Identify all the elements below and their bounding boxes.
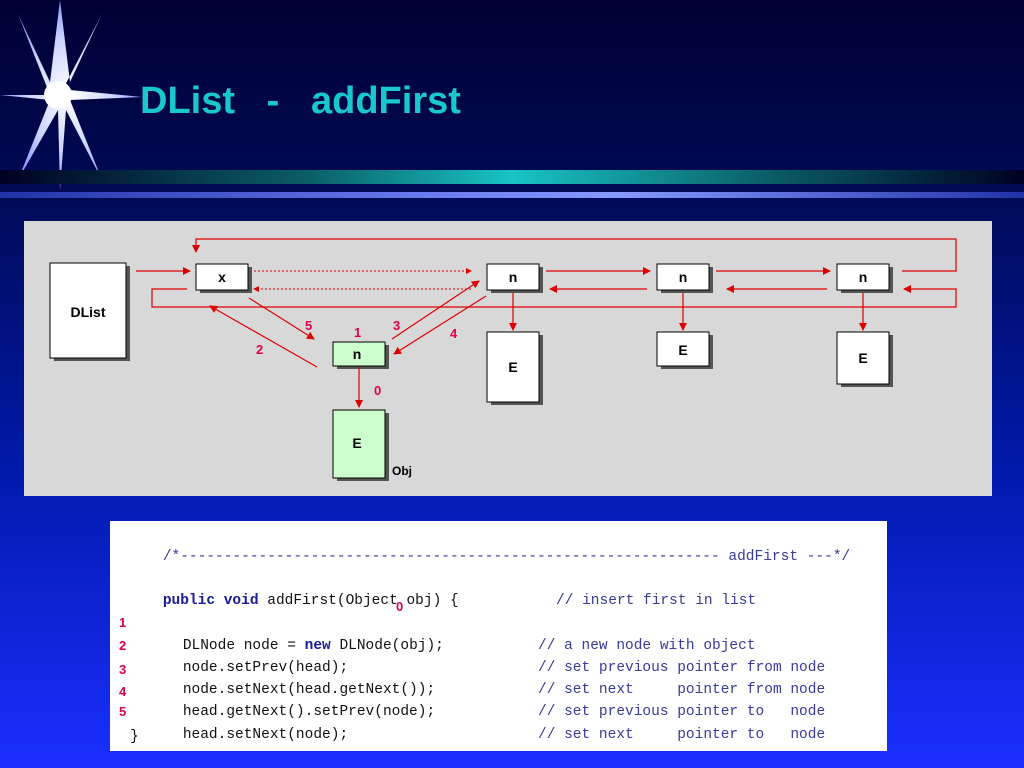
code-signature-comment: // insert first in list [556, 593, 757, 609]
code-closing-brace: } [130, 729, 139, 745]
code-line-1: DLNode node = new DLNode(obj);// a new n… [182, 638, 756, 654]
step-5-arrow [248, 297, 315, 340]
new-node-label: n [353, 346, 362, 362]
new-element-label: E [352, 435, 361, 451]
code-header-comment: /*--------------------------------------… [162, 549, 851, 565]
code-line-5-comment: // set next pointer to node [538, 727, 826, 743]
slide-title: DList - addFirst [140, 80, 461, 122]
element-box-2-label: E [678, 342, 687, 358]
list-node-3: n [836, 263, 893, 293]
step-label-4: 4 [450, 326, 458, 341]
step-label-5: 5 [305, 318, 312, 333]
code-line-number-2: 2 [119, 638, 127, 653]
head-node-label: x [218, 269, 226, 285]
dlist-diagram: DList x n n n E [24, 221, 992, 496]
element-box-2: E [656, 331, 713, 369]
wrap-next-link [192, 238, 957, 272]
element-box-1-label: E [508, 359, 517, 375]
step-4-arrow [393, 295, 487, 355]
step-label-1: 1 [354, 325, 361, 340]
code-marker-zero: 0 [396, 599, 404, 614]
wrap-prev-link [151, 285, 957, 308]
code-line-number-4: 4 [119, 684, 127, 699]
code-line-4: head.getNext().setPrev(node);// set prev… [182, 704, 826, 720]
code-line-4-comment: // set previous pointer to node [538, 704, 826, 720]
code-signature-line: public void addFirst(Object obj) {// ins… [162, 593, 757, 609]
element-box-3-label: E [858, 350, 867, 366]
step-2-arrow [209, 305, 318, 368]
title-divider [0, 170, 1024, 184]
code-line-3: node.setNext(head.getNext());// set next… [182, 682, 826, 698]
step-label-3: 3 [393, 318, 400, 333]
code-line-2-comment: // set previous pointer from node [538, 660, 826, 676]
element-box-3: E [836, 331, 893, 387]
element-box-1: E [486, 331, 543, 405]
code-line-1-comment: // a new node with object [538, 638, 756, 654]
dlist-label: DList [71, 304, 106, 320]
new-node: n [332, 341, 389, 369]
list-node-3-label: n [859, 269, 868, 285]
new-element-box: E [332, 409, 389, 481]
title-divider-thin [0, 192, 1024, 198]
dlist-object-box: DList [49, 262, 130, 361]
code-line-2: node.setPrev(head);// set previous point… [182, 660, 826, 676]
code-line-5: head.setNext(node);// set next pointer t… [182, 727, 826, 743]
code-panel: /*--------------------------------------… [110, 521, 887, 751]
head-node: x [195, 263, 252, 293]
code-line-number-5: 5 [119, 704, 127, 719]
code-line-number-3: 3 [119, 662, 127, 677]
star-logo-icon [0, 0, 142, 190]
list-node-2: n [656, 263, 713, 293]
step-label-0: 0 [374, 383, 381, 398]
list-node-2-label: n [679, 269, 688, 285]
obj-label: Obj [392, 464, 412, 478]
code-line-3-comment: // set next pointer from node [538, 682, 826, 698]
code-line-number-1: 1 [119, 615, 127, 630]
list-node-1: n [486, 263, 543, 293]
step-label-2: 2 [256, 342, 263, 357]
step-3-arrow [391, 280, 480, 340]
list-node-1-label: n [509, 269, 518, 285]
